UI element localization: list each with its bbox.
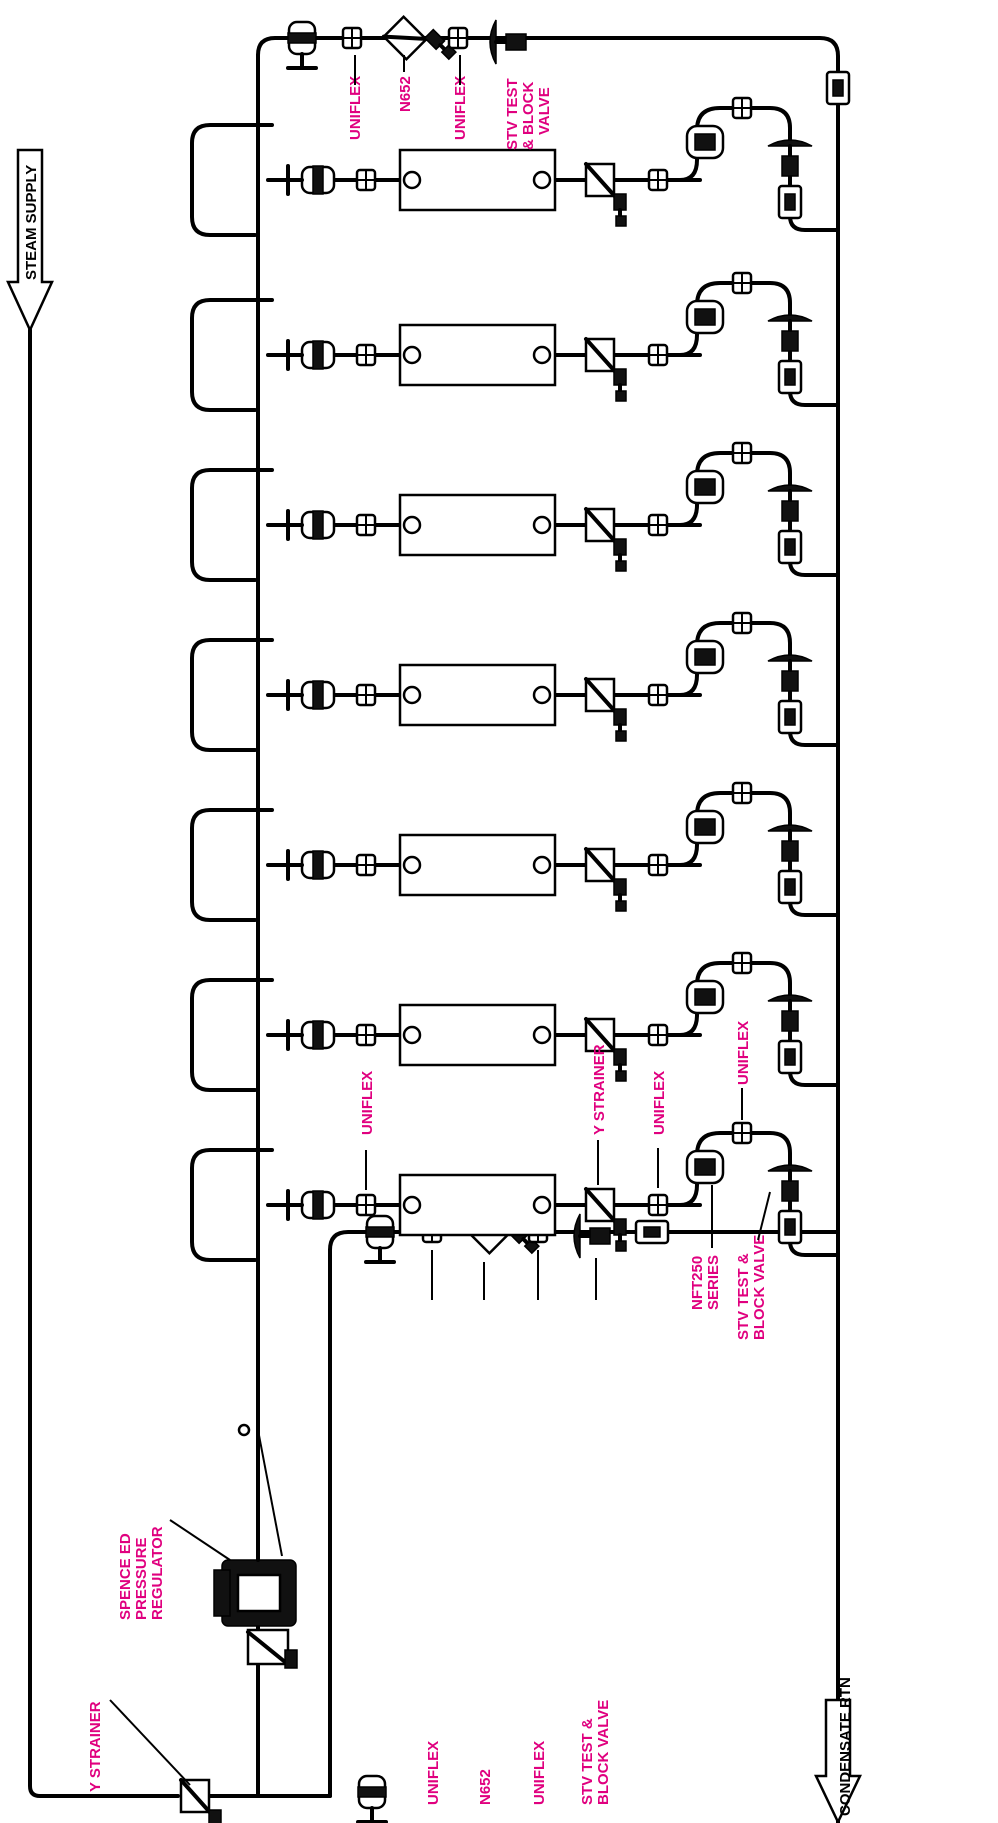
main-y-strainer	[179, 1778, 223, 1823]
top-stv-label-2: & BLOCK	[520, 82, 537, 150]
branch-stv-label-2: BLOCK VALVE	[751, 1235, 768, 1340]
nft250-label-1: NFT250	[689, 1256, 706, 1310]
steam-supply-arrow	[6, 148, 54, 334]
top-uniflex-1-label: UNIFLEX	[347, 76, 364, 140]
bypass-n652-label: N652	[477, 1769, 494, 1805]
branch-uniflex-b-label: UNIFLEX	[651, 1071, 668, 1135]
bypass-stv-label-1: STV TEST &	[579, 1718, 596, 1805]
steam-supply-line	[28, 328, 180, 1798]
branch-3	[192, 443, 836, 580]
top-n652-label: N652	[397, 76, 414, 112]
branch-4	[192, 613, 836, 750]
branch-y-strainer-label: Y STRAINER	[591, 1044, 608, 1135]
branch-stv-label-1: STV TEST &	[735, 1253, 752, 1340]
top-stv-label-3: VALVE	[536, 87, 553, 135]
steam-supply-label: STEAM SUPPLY	[23, 165, 40, 280]
branch-7	[192, 1123, 836, 1260]
condensate-header	[256, 36, 840, 1823]
top-bypass	[286, 8, 851, 106]
bypass-uniflex-1-label: UNIFLEX	[425, 1741, 442, 1805]
spence-label-1: SPENCE ED	[117, 1533, 134, 1620]
spence-label-2: PRESSURE	[133, 1537, 150, 1620]
spence-pressure-regulator	[213, 1423, 298, 1669]
main-y-strainer-label: Y STRAINER	[87, 1701, 104, 1792]
top-stv-label-1: STV TEST	[504, 78, 521, 150]
condensate-rtn-label: CONDENSATE RTN	[837, 1677, 854, 1816]
branch-uniflex-a-label: UNIFLEX	[359, 1071, 376, 1135]
spence-label-3: REGULATOR	[149, 1526, 166, 1620]
bypass-supply-valve	[356, 1774, 388, 1823]
bypass-uniflex-2-label: UNIFLEX	[531, 1741, 548, 1805]
condensate-return-arrow	[814, 1698, 862, 1823]
branch-uniflex-c-label: UNIFLEX	[735, 1021, 752, 1085]
top-uniflex-2-label: UNIFLEX	[452, 76, 469, 140]
nft250-label-2: SERIES	[705, 1255, 722, 1310]
bypass-stv-label-2: BLOCK VALVE	[595, 1700, 612, 1805]
branch-5	[192, 783, 836, 920]
branch-2	[192, 273, 836, 410]
